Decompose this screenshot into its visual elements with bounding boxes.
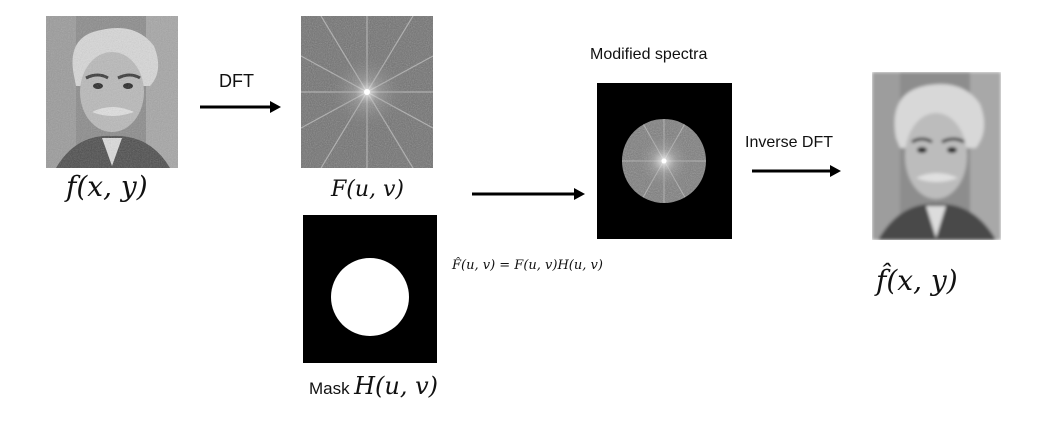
input-image-label: f(x, y) <box>66 170 148 203</box>
multiply-arrow-icon <box>472 188 585 200</box>
dft-arrow-icon <box>200 101 281 113</box>
input-portrait-image <box>46 16 178 168</box>
inverse-dft-arrow-icon <box>752 165 841 177</box>
fourier-spectrum-image <box>301 16 433 168</box>
output-image-label: f̂(x, y) <box>876 264 958 297</box>
mask-label: Mask H(u, v) <box>309 372 438 400</box>
product-equation: F̂(u, v) = F(u, v)H(u, v) <box>452 258 603 273</box>
mask-label-prefix: Mask <box>309 379 350 398</box>
circular-mask-image <box>303 215 437 363</box>
mask-label-math: H(u, v) <box>354 372 439 400</box>
output-portrait-image <box>872 72 1001 240</box>
dft-arrow-label: DFT <box>219 71 254 91</box>
inverse-dft-label: Inverse DFT <box>745 134 834 151</box>
modified-spectrum-image <box>597 83 732 239</box>
spectrum-label: F(u, v) <box>331 177 405 202</box>
modified-spectra-title: Modified spectra <box>590 46 708 63</box>
